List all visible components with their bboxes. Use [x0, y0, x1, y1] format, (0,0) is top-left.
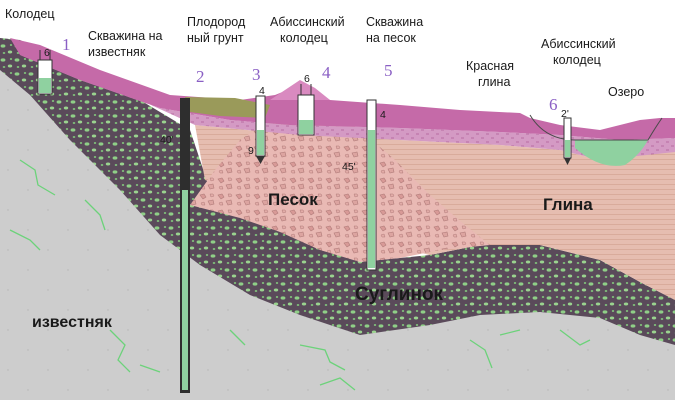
lake-basin-line [529, 114, 663, 141]
depth-well: 6 [44, 47, 50, 59]
label-sand: Песок [268, 190, 318, 209]
label-red-clay-2: глина [478, 75, 510, 89]
red-clay-top [10, 38, 675, 140]
number-2: 2 [196, 67, 205, 86]
label-clay: Глина [543, 195, 593, 214]
label-fertile-soil-1: Плодород [187, 15, 246, 29]
label-red-clay-1: Красная [466, 59, 514, 73]
label-well: Колодец [5, 7, 54, 21]
depth-ab2: 2' [561, 108, 569, 120]
abyssinian-well-1 [255, 95, 266, 164]
label-abyssinian-2-line1: Абиссинский [541, 37, 616, 51]
depth-6: 6 [304, 73, 310, 85]
label-abyssinian-1-line2: колодец [280, 31, 328, 45]
depth-sand-4: 4 [380, 109, 386, 121]
number-1: 1 [62, 35, 71, 54]
fertile-soil [185, 97, 270, 118]
label-limestone-borehole-2: известняк [88, 45, 146, 59]
depth-ab1-4: 4 [259, 85, 265, 97]
loam-layer [0, 38, 675, 345]
number-4: 4 [322, 63, 331, 82]
label-lake: Озеро [608, 85, 644, 99]
label-limestone-borehole-1: Скважина на [88, 29, 163, 43]
label-sand-borehole-1: Скважина [366, 15, 423, 29]
mound-top [270, 80, 330, 100]
red-clay-lower-band [20, 55, 675, 160]
well-4 [297, 84, 315, 136]
depth-ab1-9: 9 [248, 145, 254, 157]
label-loam: Суглинок [355, 284, 444, 305]
lake-water [575, 140, 648, 166]
well-1 [37, 50, 53, 95]
number-3: 3 [252, 65, 261, 84]
number-5: 5 [384, 61, 393, 80]
depth-40: 40' [160, 134, 174, 146]
limestone-cracks [9, 159, 591, 391]
label-sand-borehole-2: на песок [366, 31, 416, 45]
label-abyssinian-2-line2: колодец [553, 53, 601, 67]
abyssinian-well-2 [563, 117, 572, 165]
label-abyssinian-1-line1: Абиссинский [270, 15, 345, 29]
sand-borehole [366, 99, 377, 271]
label-limestone: известняк [32, 314, 113, 331]
number-6: 6 [549, 95, 558, 114]
limestone-borehole [180, 98, 190, 393]
label-fertile-soil-2: ный грунт [187, 31, 244, 45]
depth-45: 45' [342, 161, 356, 173]
limestone-layer [0, 55, 675, 400]
